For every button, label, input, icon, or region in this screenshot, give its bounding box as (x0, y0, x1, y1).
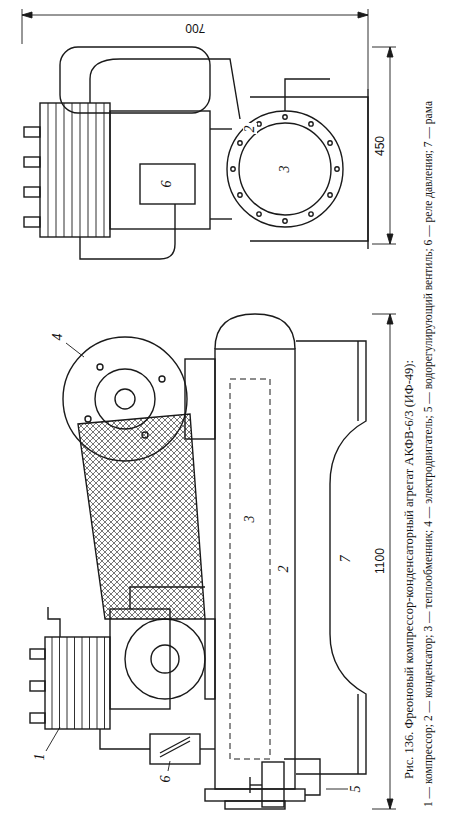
callout-number: 3 (243, 514, 258, 525)
dimension: 1100 (374, 546, 387, 576)
compressor-crankcase (125, 619, 205, 699)
callout-number: 6 (160, 179, 175, 190)
pressure-relay (140, 164, 195, 204)
callout-number: 4 (51, 332, 66, 343)
dimension: 700 (183, 22, 207, 35)
callout-number: 7 (339, 554, 354, 565)
side-view (22, 9, 396, 259)
callout-number: 6 (159, 774, 174, 785)
callout-number: 5 (349, 784, 364, 795)
heat-exchanger (230, 379, 270, 759)
callout-number: 3 (278, 164, 293, 175)
dimension: 450 (374, 134, 387, 158)
figure-caption: Рис. 136. Фреоновый компрессор-конденсат… (402, 19, 417, 779)
compressor-head (40, 103, 110, 237)
frame (296, 341, 366, 774)
callout-number: 2 (277, 564, 292, 575)
callout-number: 2 (243, 124, 258, 135)
compressor-head (45, 637, 110, 729)
compressor-block (110, 111, 210, 229)
compressor-block (110, 609, 170, 709)
condenser-flange (205, 789, 305, 801)
callout-number: 1 (33, 752, 48, 763)
water-valve (262, 762, 284, 807)
frame (250, 97, 368, 241)
condenser-end (227, 111, 343, 227)
motor (63, 337, 187, 461)
front-view (30, 314, 396, 809)
pressure-relay (150, 734, 200, 764)
legend-text: 1 — компрессор; 2 — конденсатор; 3 — теп… (421, 15, 436, 807)
condenser-shell (215, 349, 295, 789)
belt-guard (78, 414, 205, 619)
